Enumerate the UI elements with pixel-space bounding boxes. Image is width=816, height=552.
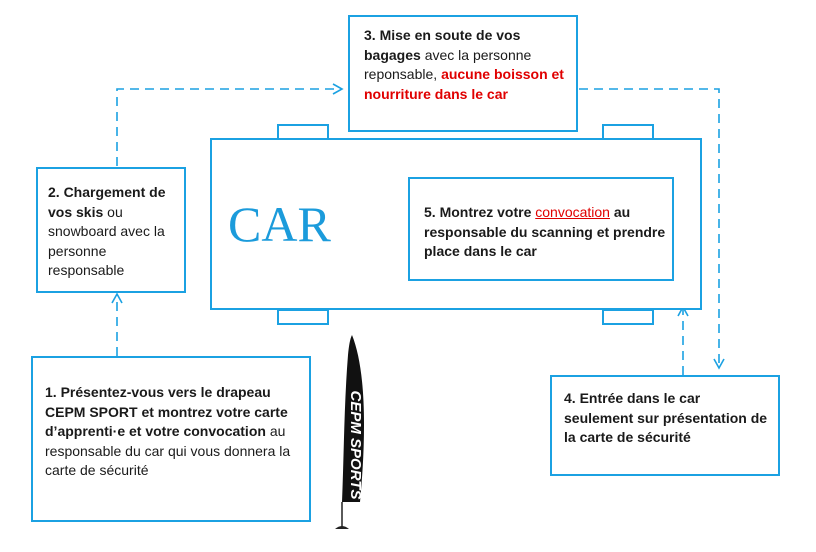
step1-bold: 1. Présentez-vous vers le drapeau CEPM S… (45, 384, 288, 439)
arrow-step3-to-step4 (579, 88, 725, 370)
car-label: CAR (228, 196, 331, 252)
step2-normal: ou snowboard avec la personne responsabl… (48, 203, 165, 279)
flag-text: CEPM SPORTS (347, 391, 364, 500)
step2-box: 2. Chargement de vos skis ou snowboard a… (36, 167, 186, 293)
step4-box: 4. Entrée dans le car seulement sur prés… (550, 375, 780, 476)
arrow-step2-to-step3 (116, 83, 344, 166)
step1-normal: au responsable du car qui vous donnera l… (45, 423, 291, 478)
step5-bold-pre: 5. Montrez votre (424, 204, 536, 220)
car-wheel-bottom-left (277, 309, 329, 325)
step3-normal: avec la personne reponsable, (364, 46, 532, 83)
step4-bold: 4. Entrée dans le car seulement sur prés… (564, 390, 768, 445)
step2-bold: 2. Chargement de vos skis (48, 184, 166, 220)
step3-warning: aucune boisson et nourriture dans le car (364, 66, 564, 102)
car-wheel-bottom-right (602, 309, 654, 325)
step5-box: 5. Montrez votre convocation au responsa… (408, 177, 674, 281)
step5-bold-post: au responsable du scanning et prendre pl… (424, 204, 666, 259)
step1-box: 1. Présentez-vous vers le drapeau CEPM S… (31, 356, 311, 522)
step3-bold: 3. Mise en soute de vos bagages (364, 27, 521, 63)
step3-box: 3. Mise en soute de vos bagages avec la … (348, 15, 578, 132)
step5-convocation-link: convocation (535, 204, 610, 220)
cepm-sports-flag-logo: CEPM SPORTS (335, 335, 364, 529)
